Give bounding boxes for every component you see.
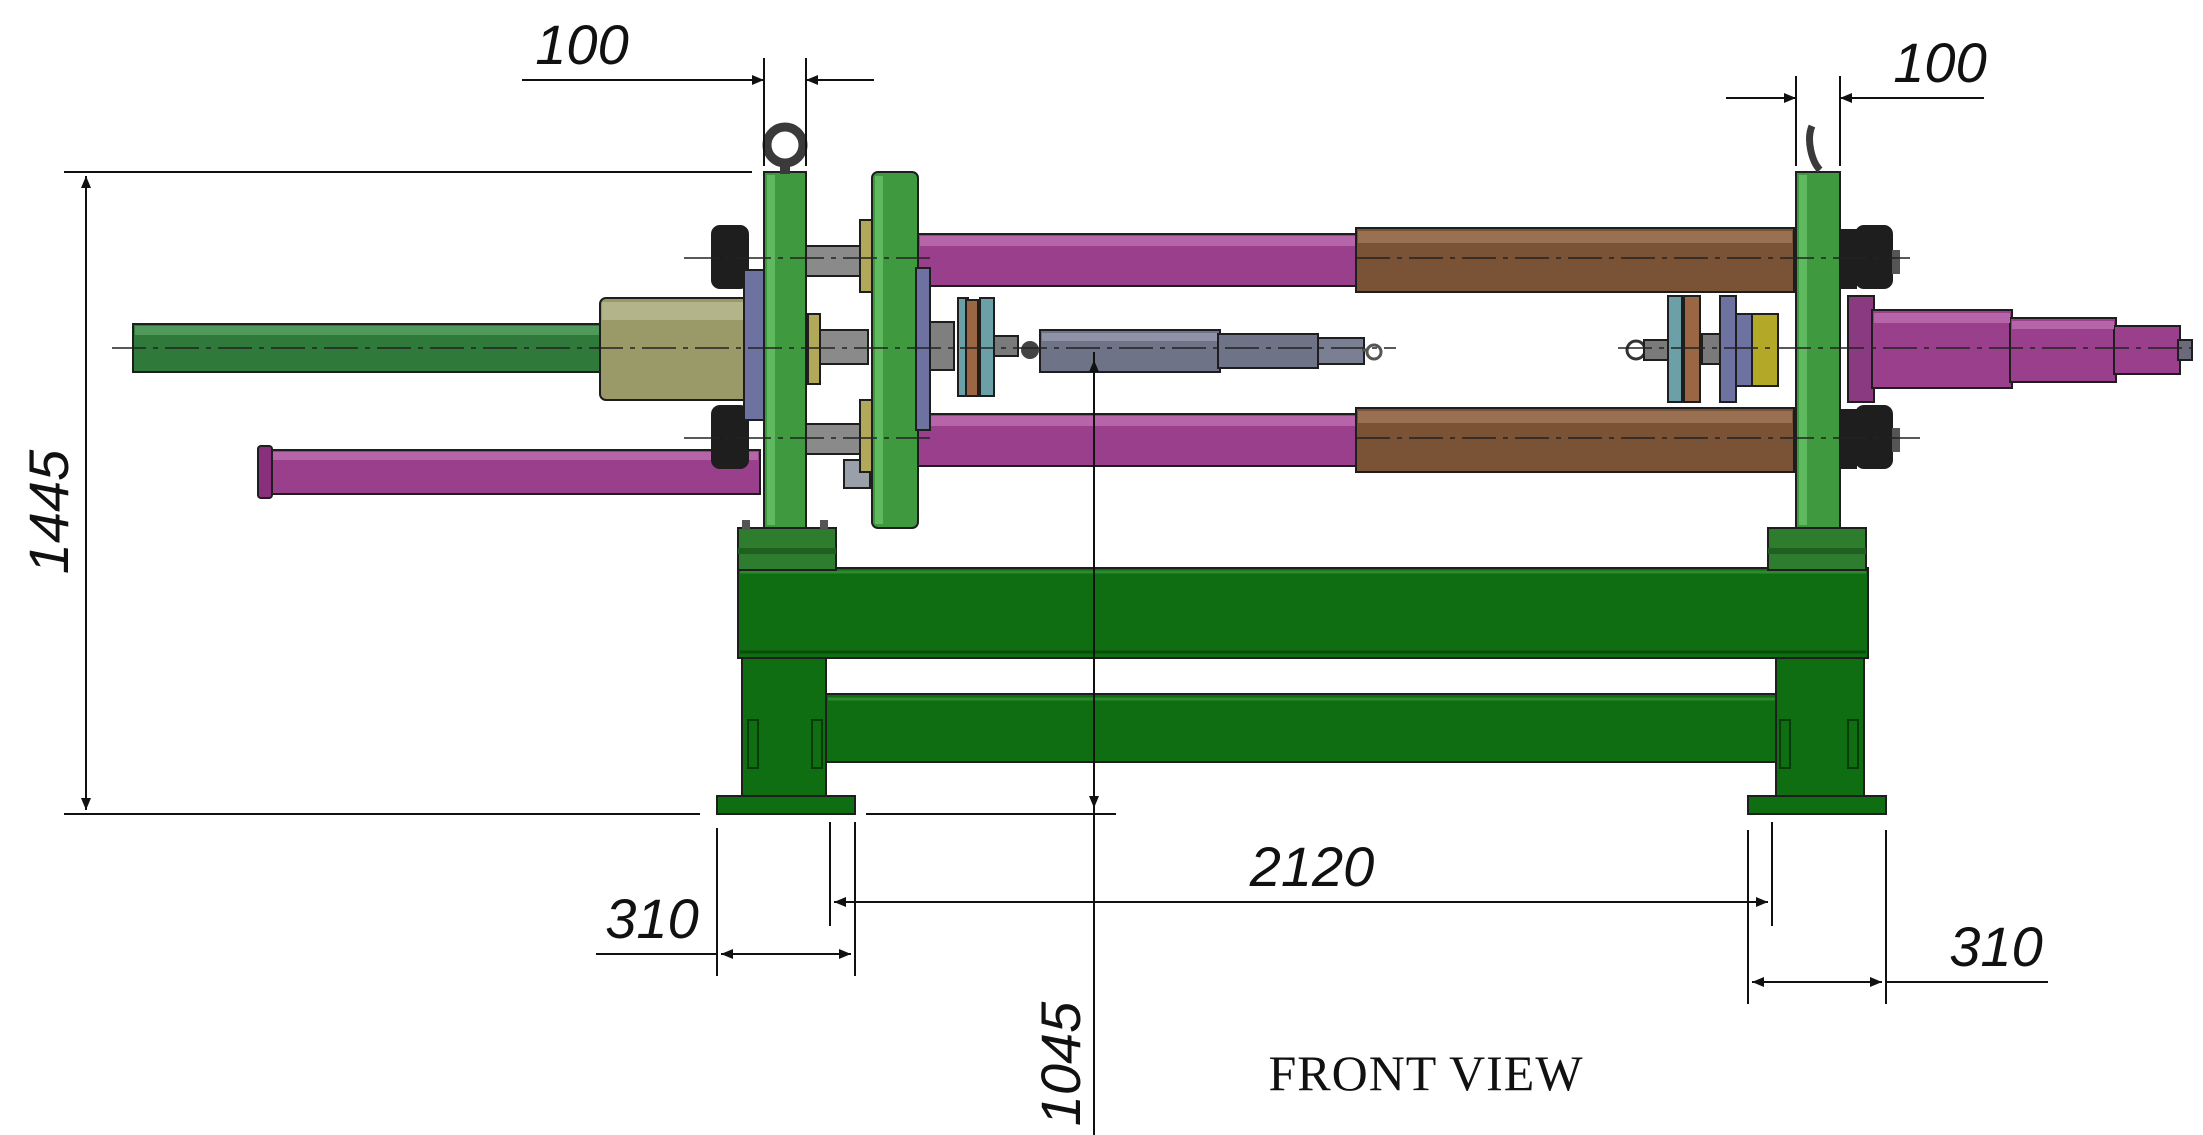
dim-right-upright-label: 100 [1893,31,1986,94]
base-frame [716,520,1887,815]
top-beam [737,567,1869,659]
dimension-left-foot: 310 [596,822,856,976]
center-actuator [929,297,1383,397]
left-leg [741,657,827,797]
right-output-shaft [1847,295,2193,403]
left-head-assembly [711,122,931,529]
right-foot-plate [1747,795,1887,815]
dim-overall-height-label: 1445 [17,449,80,574]
dimension-center-height: 1045 [866,352,1116,1135]
dim-span-label: 2120 [1249,835,1375,898]
dimension-left-upright: 100 [522,13,874,166]
lower-tie-rod [917,407,1795,473]
view-title: FRONT VIEW [1268,1045,1583,1101]
dimension-right-upright: 100 [1726,31,1987,166]
dim-center-height-label: 1045 [1029,1001,1092,1126]
center-lines [112,257,2192,439]
upper-tie-rod [917,227,1795,293]
left-foot-plate [716,795,856,815]
dimension-right-foot: 310 [1747,830,2048,1004]
right-head-assembly [1625,124,1900,529]
dimension-span: 2120 [829,822,1773,926]
left-lower-shaft [257,445,761,499]
dimension-overall-height: 1445 [17,171,752,815]
dim-left-foot-label: 310 [605,887,698,950]
left-lifting-eye [762,122,808,168]
actuator-rod [1217,333,1319,369]
dim-left-upright-label: 100 [535,13,628,76]
right-lifting-hook [1806,124,1823,173]
lower-beam [825,693,1779,763]
dim-right-foot-label: 310 [1949,915,2042,978]
left-main-shaft [132,297,756,401]
